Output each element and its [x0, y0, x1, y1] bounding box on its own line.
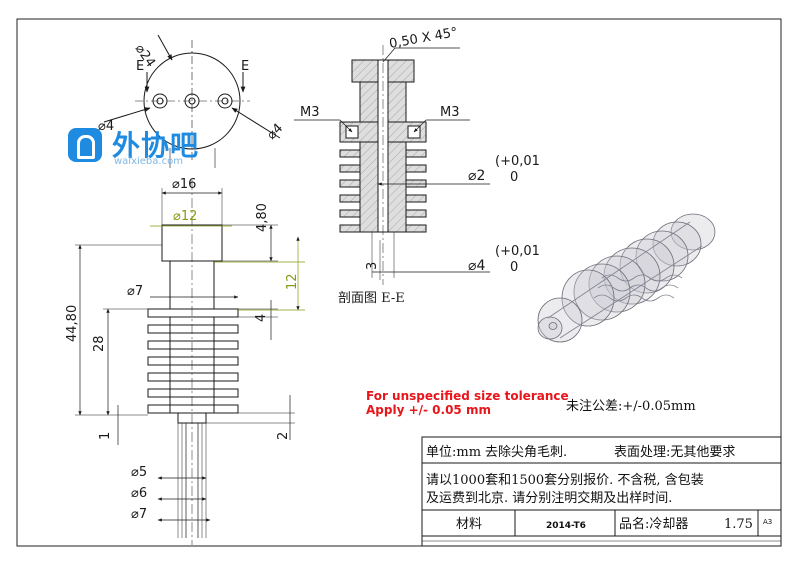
tolerance-note-cn: 未注公差:+/-0.05mm [566, 399, 696, 414]
tolerance-note-en: For unspecified size tolerance Apply +/-… [366, 389, 569, 417]
tb-note-line1: 请以1000套和1500套分别报价. 不含税, 含包装 [426, 472, 704, 488]
hole-label-left: ⌀4 [98, 119, 114, 134]
tb-date-code: 2014-T6 [546, 521, 586, 531]
logo-name: 外协吧 [112, 129, 200, 162]
sheet-border [16, 18, 782, 547]
dia-2-tol-top: (+0,01 [495, 154, 540, 169]
tb-surface: 表面处理:无其他要求 [614, 445, 735, 460]
dim-3-label: 3 [365, 262, 380, 270]
dim-480-label: 4,80 [255, 203, 270, 232]
tb-part-name: 品名:冷却器 [619, 516, 688, 532]
iso-view [537, 213, 716, 343]
dia-6-label: ⌀6 [131, 486, 147, 501]
dia-2-tol-bottom: 0 [510, 170, 518, 185]
dia-5-label: ⌀5 [131, 465, 147, 480]
dia-2-label: ⌀2 [468, 168, 485, 184]
dim-4-side-label: 4 [254, 314, 269, 322]
dim-12-side-label: 12 [285, 273, 300, 290]
dia-4-label: ⌀4 [468, 258, 485, 274]
dia-16-label: ⌀16 [172, 177, 196, 192]
tb-sheet-size: A3 [763, 518, 772, 526]
watermark-logo: 外协吧 waixieba.com [68, 126, 208, 167]
tb-note-line2: 及运费到北京. 请分别注明交期及出样时间. [426, 490, 672, 506]
dia-7-bottom-label: ⌀7 [131, 507, 147, 522]
tb-unit: 单位:mm [426, 445, 481, 460]
section-marker-left: E [136, 59, 144, 74]
dim-28-label: 28 [92, 335, 107, 352]
tb-revision: 1.75 [724, 517, 753, 532]
section-view [294, 45, 490, 285]
logo-mark-icon [68, 128, 102, 162]
dim-4480-label: 44,80 [65, 305, 80, 342]
dia-4-tol-bottom: 0 [510, 260, 518, 275]
thread-left-label: M3 [300, 105, 320, 120]
thread-right-label: M3 [440, 105, 460, 120]
dia-7-top-label: ⌀7 [127, 284, 143, 299]
logo-site: waixieba.com [114, 156, 183, 167]
tb-deburr: 去除尖角毛刺. [485, 445, 567, 460]
front-view-green-dims [150, 225, 305, 311]
top-view [103, 34, 281, 168]
dia-4-tol-top: (+0,01 [495, 244, 540, 259]
front-view [75, 180, 295, 545]
tb-material: 材料 [456, 517, 482, 532]
tolerance-en-line2: Apply +/- 0.05 mm [366, 403, 491, 417]
tolerance-en-line1: For unspecified size tolerance [366, 389, 569, 403]
section-caption: 剖面图 E-E [338, 291, 405, 306]
dia-12-label: ⌀12 [173, 209, 197, 224]
dim-1-label: 1 [98, 432, 113, 440]
section-marker-right: E [241, 59, 249, 74]
dim-2-label: 2 [276, 432, 291, 440]
